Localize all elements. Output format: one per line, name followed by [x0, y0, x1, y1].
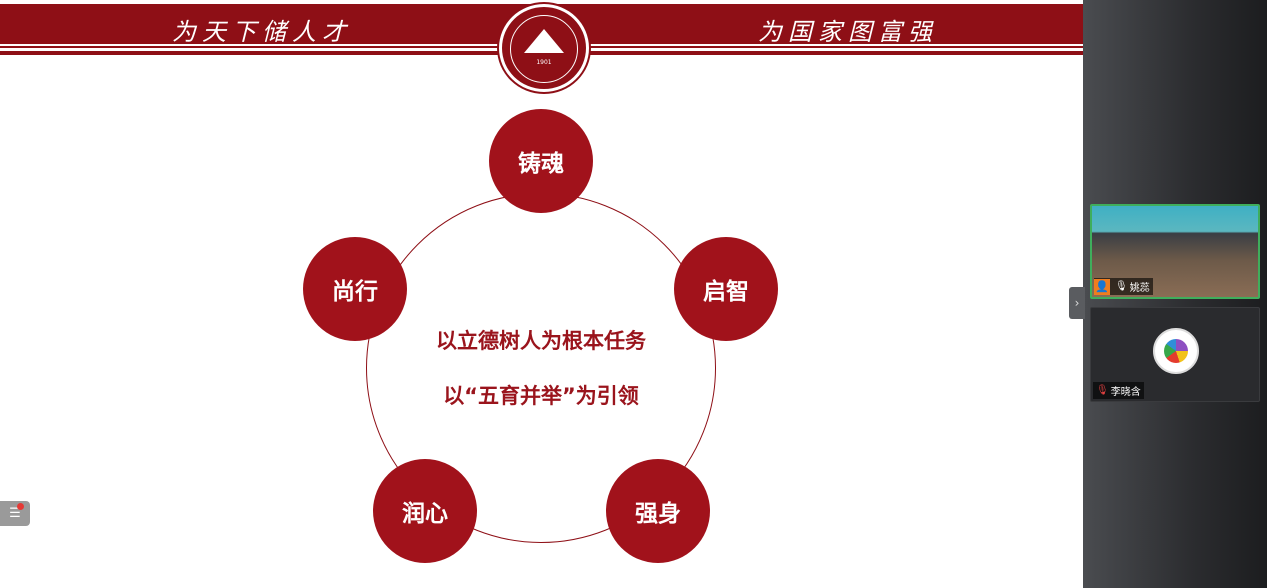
motto-right: 为国家图富强	[758, 18, 938, 46]
chevron-right-icon: ›	[1074, 296, 1080, 310]
participant-label: 👤 🎙 姚蕊	[1094, 278, 1153, 295]
node-runxin: 润心	[373, 459, 477, 563]
node-qizhi: 启智	[674, 237, 778, 341]
panel-toggle-button[interactable]: ›	[1069, 287, 1085, 319]
participant-name: 姚蕊	[1129, 283, 1150, 294]
mic-icon: 🎙	[1115, 281, 1128, 292]
motto-left: 为天下储人才	[172, 18, 352, 46]
center-text-1: 以立德树人为根本任务	[436, 329, 646, 353]
avatar	[1153, 328, 1199, 374]
notification-dot	[17, 503, 24, 510]
presentation-slide: 为天下储人才 为国家图富强 1901 铸魂 启智 强身 润心 尚行 以立德树人为…	[0, 4, 1083, 563]
node-qiangshen: 强身	[606, 459, 710, 563]
participant-panel: 👤 🎙 姚蕊 🎙 李晓含	[1083, 0, 1267, 588]
logo-year: 1901	[536, 59, 552, 66]
menu-button[interactable]: ☰	[0, 501, 30, 526]
video-tile[interactable]: 🎙 李晓含	[1090, 307, 1260, 402]
mic-muted-icon: 🎙	[1096, 385, 1109, 396]
center-text-2: 以“五育并举”为引领	[443, 384, 639, 408]
university-logo: 1901	[499, 4, 589, 92]
participant-name: 李晓含	[1110, 387, 1141, 398]
video-tile[interactable]: 👤 🎙 姚蕊	[1090, 204, 1260, 299]
node-shangxing: 尚行	[303, 237, 407, 341]
user-icon: 👤	[1094, 278, 1110, 295]
participant-label: 🎙 李晓含	[1093, 382, 1144, 399]
list-menu-icon: ☰	[9, 506, 21, 521]
node-zhuhun: 铸魂	[489, 109, 593, 213]
